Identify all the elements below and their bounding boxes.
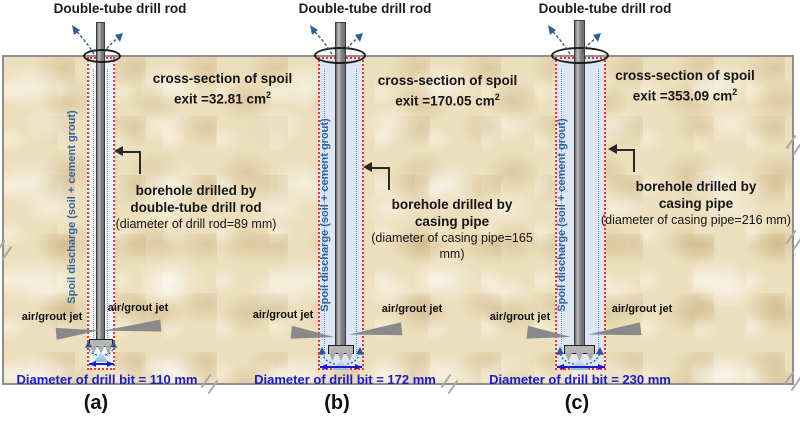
panel-b-grout-spray: [332, 360, 350, 370]
panel-a-spoil-discharge-label: Spoil discharge (soil + cement grout): [66, 110, 78, 304]
border-break-mark: [440, 373, 459, 395]
bit-tooth: [346, 353, 353, 361]
panel-a-cross-section-label: cross-section of spoil exit =32.81 cm2: [152, 71, 293, 107]
panel-a-bit-diameter-arrow: [89, 361, 114, 367]
panel-c-grout-spray: [569, 360, 590, 370]
panel-b-drill-rod: [335, 22, 346, 347]
bit-tooth: [587, 353, 594, 361]
border-break-mark: [785, 134, 800, 156]
spoil-flow-dotted-line: [107, 69, 108, 356]
panel-a-bit-flow-arrows-icon: [85, 341, 117, 356]
panel-c-spoil-discharge-label: Spoil discharge (soil + cement grout): [556, 118, 568, 312]
bit-tooth: [576, 353, 583, 361]
panel-b-bit-diameter-label: Diameter of drill bit = 172 mm: [254, 372, 436, 387]
border-break-mark: [0, 239, 13, 261]
panel-a-ground-ellipse: [83, 49, 121, 63]
panel-a-grout-spray: [93, 352, 109, 362]
panel-b-jet-left-label: air/grout jet: [252, 309, 314, 321]
panel-c-drill-rod: [574, 20, 585, 347]
panel-a-borehole-label: borehole drilled by double-tube drill ro…: [115, 183, 277, 231]
panel-c-bit-diameter-arrow: [557, 364, 605, 370]
bit-tooth: [90, 346, 97, 354]
bit-tooth: [97, 346, 105, 354]
panel-c-jet-right-label: air/grout jet: [611, 303, 673, 315]
panel-c-title: Double-tube drill rod: [538, 1, 672, 16]
panel-b-bit-flow-arrows-icon: [318, 347, 364, 365]
panel-c-caption: (c): [564, 392, 590, 414]
border-break-mark: [783, 370, 800, 392]
panel-b-cross-section-label: cross-section of spoil exit =170.05 cm2: [377, 73, 518, 109]
panel-a-bit-teeth: [90, 346, 112, 354]
panel-c-ground-ellipse: [551, 47, 609, 64]
panel-b-borehole-label: borehole drilled by casing pipe (diamete…: [371, 197, 533, 261]
panel-c-jet-left-label: air/grout jet: [489, 311, 551, 323]
panel-a-jet-left-label: air/grout jet: [21, 311, 83, 323]
panel-b-caption: (b): [324, 392, 350, 414]
border-break-mark: [785, 229, 800, 251]
panel-b-bit-teeth: [329, 353, 353, 361]
panel-b-bit-diameter-arrow: [320, 364, 362, 370]
spoil-flow-dotted-line: [561, 69, 562, 356]
bit-tooth: [105, 346, 112, 354]
panel-b-spoil-exit-arrows-icon: [310, 25, 363, 55]
panel-b-ground-ellipse: [314, 47, 366, 64]
border-break-mark: [200, 373, 219, 395]
bit-tooth: [565, 353, 572, 361]
panel-b-spoil-discharge-label: Spoil discharge (soil + cement grout): [319, 118, 331, 312]
panel-c-bit-flow-arrows-icon: [556, 347, 604, 365]
spoil-flow-dotted-line: [598, 69, 599, 356]
panel-a-jet-right-label: air/grout jet: [107, 302, 169, 314]
panel-c-cross-section-label: cross-section of spoil exit =353.09 cm2: [615, 68, 755, 104]
panel-c-borehole-pointer-arrow: [608, 144, 635, 172]
panel-c-borehole-label: borehole drilled by casing pipe (diamete…: [600, 179, 792, 227]
panel-c-spoil-exit-arrows-icon: [548, 25, 601, 55]
bit-tooth: [337, 353, 345, 361]
panel-a-spoil-exit-arrows-icon: [72, 25, 123, 55]
panel-a-bit-diameter-label: Diameter of drill bit = 110 mm: [16, 372, 198, 387]
panel-c-bit-teeth: [565, 353, 594, 361]
spoil-flow-dotted-line: [324, 69, 325, 356]
panel-a-borehole-pointer-arrow: [114, 146, 141, 174]
bit-tooth: [329, 353, 336, 361]
panel-a-title: Double-tube drill rod: [53, 1, 187, 16]
spoil-flow-dotted-line: [356, 69, 357, 356]
panel-c-bit-diameter-label: Diameter of drill bit = 230 mm: [489, 372, 671, 387]
spoil-flow-dotted-line: [93, 69, 94, 356]
panel-a-caption: (a): [83, 392, 109, 414]
panel-b-title: Double-tube drill rod: [298, 1, 432, 16]
panel-b-jet-right-label: air/grout jet: [381, 303, 443, 315]
panel-b-borehole-pointer-arrow: [363, 162, 390, 190]
